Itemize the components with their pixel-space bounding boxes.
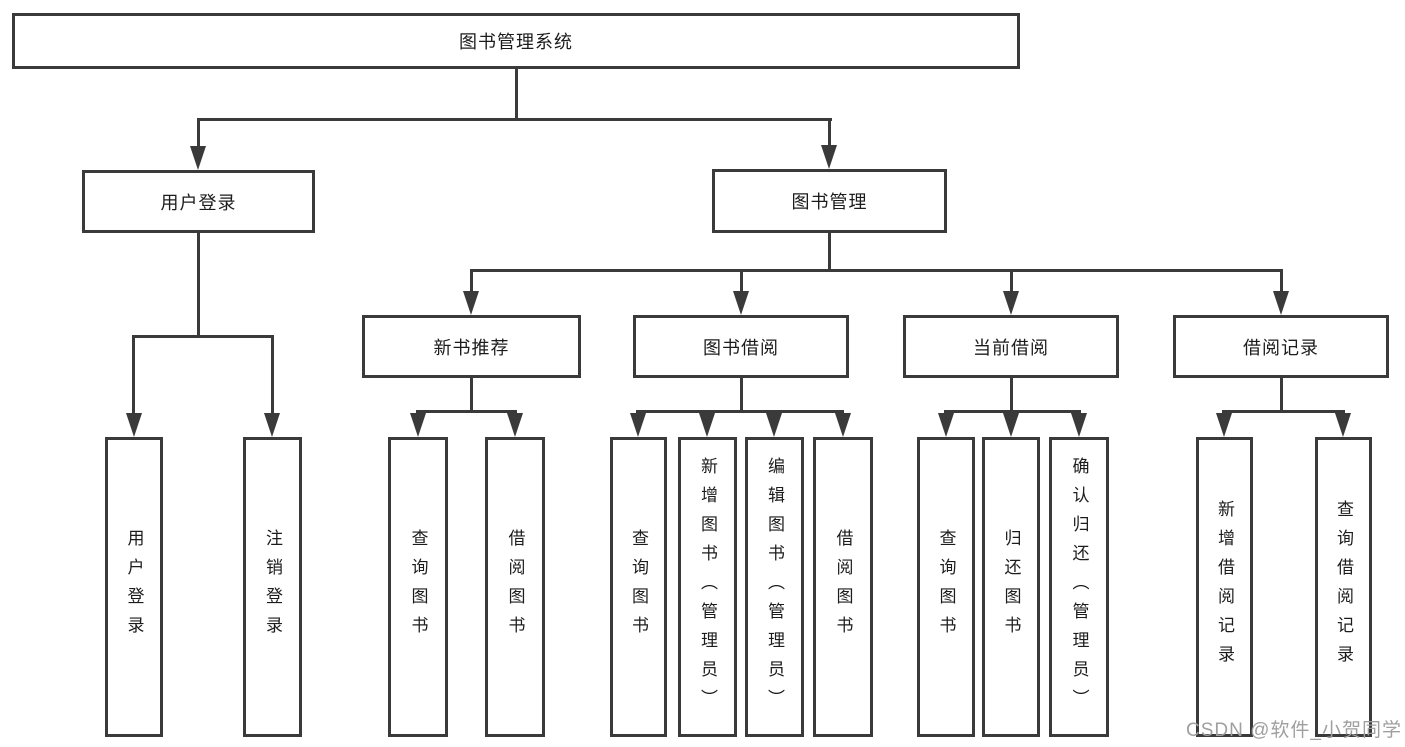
node-book-borrowing: 图书借阅 — [633, 315, 849, 378]
leaf-edit-books-admin-label: 编辑图书（管理员） — [765, 456, 784, 718]
node-user-login-label: 用户登录 — [160, 192, 237, 213]
connector-line — [1280, 269, 1283, 295]
arrow-down-icon — [1273, 291, 1289, 315]
connector-line — [470, 269, 1283, 272]
connector-line — [197, 118, 832, 121]
leaf-edit-books-admin: 编辑图书（管理员） — [745, 437, 804, 737]
leaf-borrow-books-recommend: 借阅图书 — [485, 437, 545, 737]
arrow-down-icon — [463, 291, 479, 315]
arrow-down-icon — [190, 146, 206, 170]
node-root-label: 图书管理系统 — [459, 32, 573, 52]
leaf-add-borrow-record: 新增借阅记录 — [1196, 437, 1253, 737]
node-book-management: 图书管理 — [712, 169, 947, 233]
arrow-down-icon — [835, 413, 851, 437]
leaf-add-books-admin: 新增图书（管理员） — [678, 437, 737, 737]
leaf-add-borrow-record-label: 新增借阅记录 — [1215, 500, 1234, 674]
leaf-query-books-recommend-label: 查询图书 — [408, 529, 428, 645]
arrow-down-icon — [821, 145, 837, 169]
arrow-down-icon — [766, 413, 782, 437]
connector-line — [740, 269, 743, 295]
connector-line — [1280, 378, 1283, 413]
leaf-query-books-current: 查询图书 — [917, 437, 975, 737]
connector-line — [515, 67, 518, 118]
connector-line — [1010, 378, 1013, 413]
leaf-logout-label: 注销登录 — [263, 529, 282, 645]
leaf-query-books-borrowing-label: 查询图书 — [629, 529, 648, 645]
connector-line — [132, 335, 274, 338]
connector-line — [1222, 410, 1345, 413]
leaf-query-books-borrowing: 查询图书 — [610, 437, 667, 737]
leaf-query-borrow-record: 查询借阅记录 — [1315, 437, 1372, 737]
connector-line — [740, 378, 743, 413]
connector-line — [470, 269, 473, 295]
leaf-query-borrow-record-label: 查询借阅记录 — [1334, 500, 1353, 674]
connector-line — [636, 410, 844, 413]
node-borrowing-records: 借阅记录 — [1173, 315, 1389, 378]
connector-line — [197, 233, 200, 335]
leaf-borrow-books: 借阅图书 — [813, 437, 873, 737]
node-user-login: 用户登录 — [82, 170, 315, 233]
leaf-return-books: 归还图书 — [982, 437, 1040, 737]
node-book-borrowing-label: 图书借阅 — [703, 337, 779, 358]
leaf-user-login-label: 用户登录 — [124, 529, 144, 645]
leaf-logout: 注销登录 — [243, 437, 302, 737]
leaf-return-books-label: 归还图书 — [1001, 529, 1021, 645]
node-current-borrowing-label: 当前借阅 — [973, 337, 1049, 358]
arrow-down-icon — [507, 413, 523, 437]
arrow-down-icon — [1003, 413, 1019, 437]
csdn-watermark: CSDN @软件_小贺同学 — [1186, 720, 1402, 741]
leaf-user-login: 用户登录 — [105, 437, 163, 737]
connector-line — [271, 335, 274, 415]
connector-line — [828, 118, 831, 150]
arrow-down-icon — [630, 413, 646, 437]
arrow-down-icon — [410, 413, 426, 437]
arrow-down-icon — [126, 413, 142, 437]
node-current-borrowing: 当前借阅 — [903, 315, 1119, 378]
connector-line — [197, 118, 200, 150]
arrow-down-icon — [1071, 413, 1087, 437]
arrow-down-icon — [699, 413, 715, 437]
leaf-query-books-recommend: 查询图书 — [388, 437, 448, 737]
arrow-down-icon — [1216, 413, 1232, 437]
arrow-down-icon — [264, 413, 280, 437]
node-borrowing-records-label: 借阅记录 — [1243, 337, 1319, 358]
leaf-add-books-admin-label: 新增图书（管理员） — [698, 456, 717, 718]
node-root: 图书管理系统 — [12, 13, 1020, 69]
leaf-confirm-return-admin: 确认归还（管理员） — [1049, 437, 1109, 737]
node-new-book-recommend-label: 新书推荐 — [433, 337, 510, 358]
leaf-borrow-books-recommend-label: 借阅图书 — [505, 529, 525, 645]
arrow-down-icon — [1003, 291, 1019, 315]
connector-line — [828, 233, 831, 271]
node-new-book-recommend: 新书推荐 — [362, 315, 581, 378]
arrow-down-icon — [733, 291, 749, 315]
connector-line — [132, 335, 135, 415]
arrow-down-icon — [1335, 413, 1351, 437]
arrow-down-icon — [938, 413, 954, 437]
node-book-management-label: 图书管理 — [791, 192, 868, 212]
leaf-confirm-return-admin-label: 确认归还（管理员） — [1069, 456, 1089, 718]
leaf-query-books-current-label: 查询图书 — [936, 529, 956, 645]
leaf-borrow-books-label: 借阅图书 — [833, 529, 853, 645]
connector-line — [1010, 269, 1013, 295]
connector-line — [416, 410, 517, 413]
connector-line — [470, 378, 473, 413]
